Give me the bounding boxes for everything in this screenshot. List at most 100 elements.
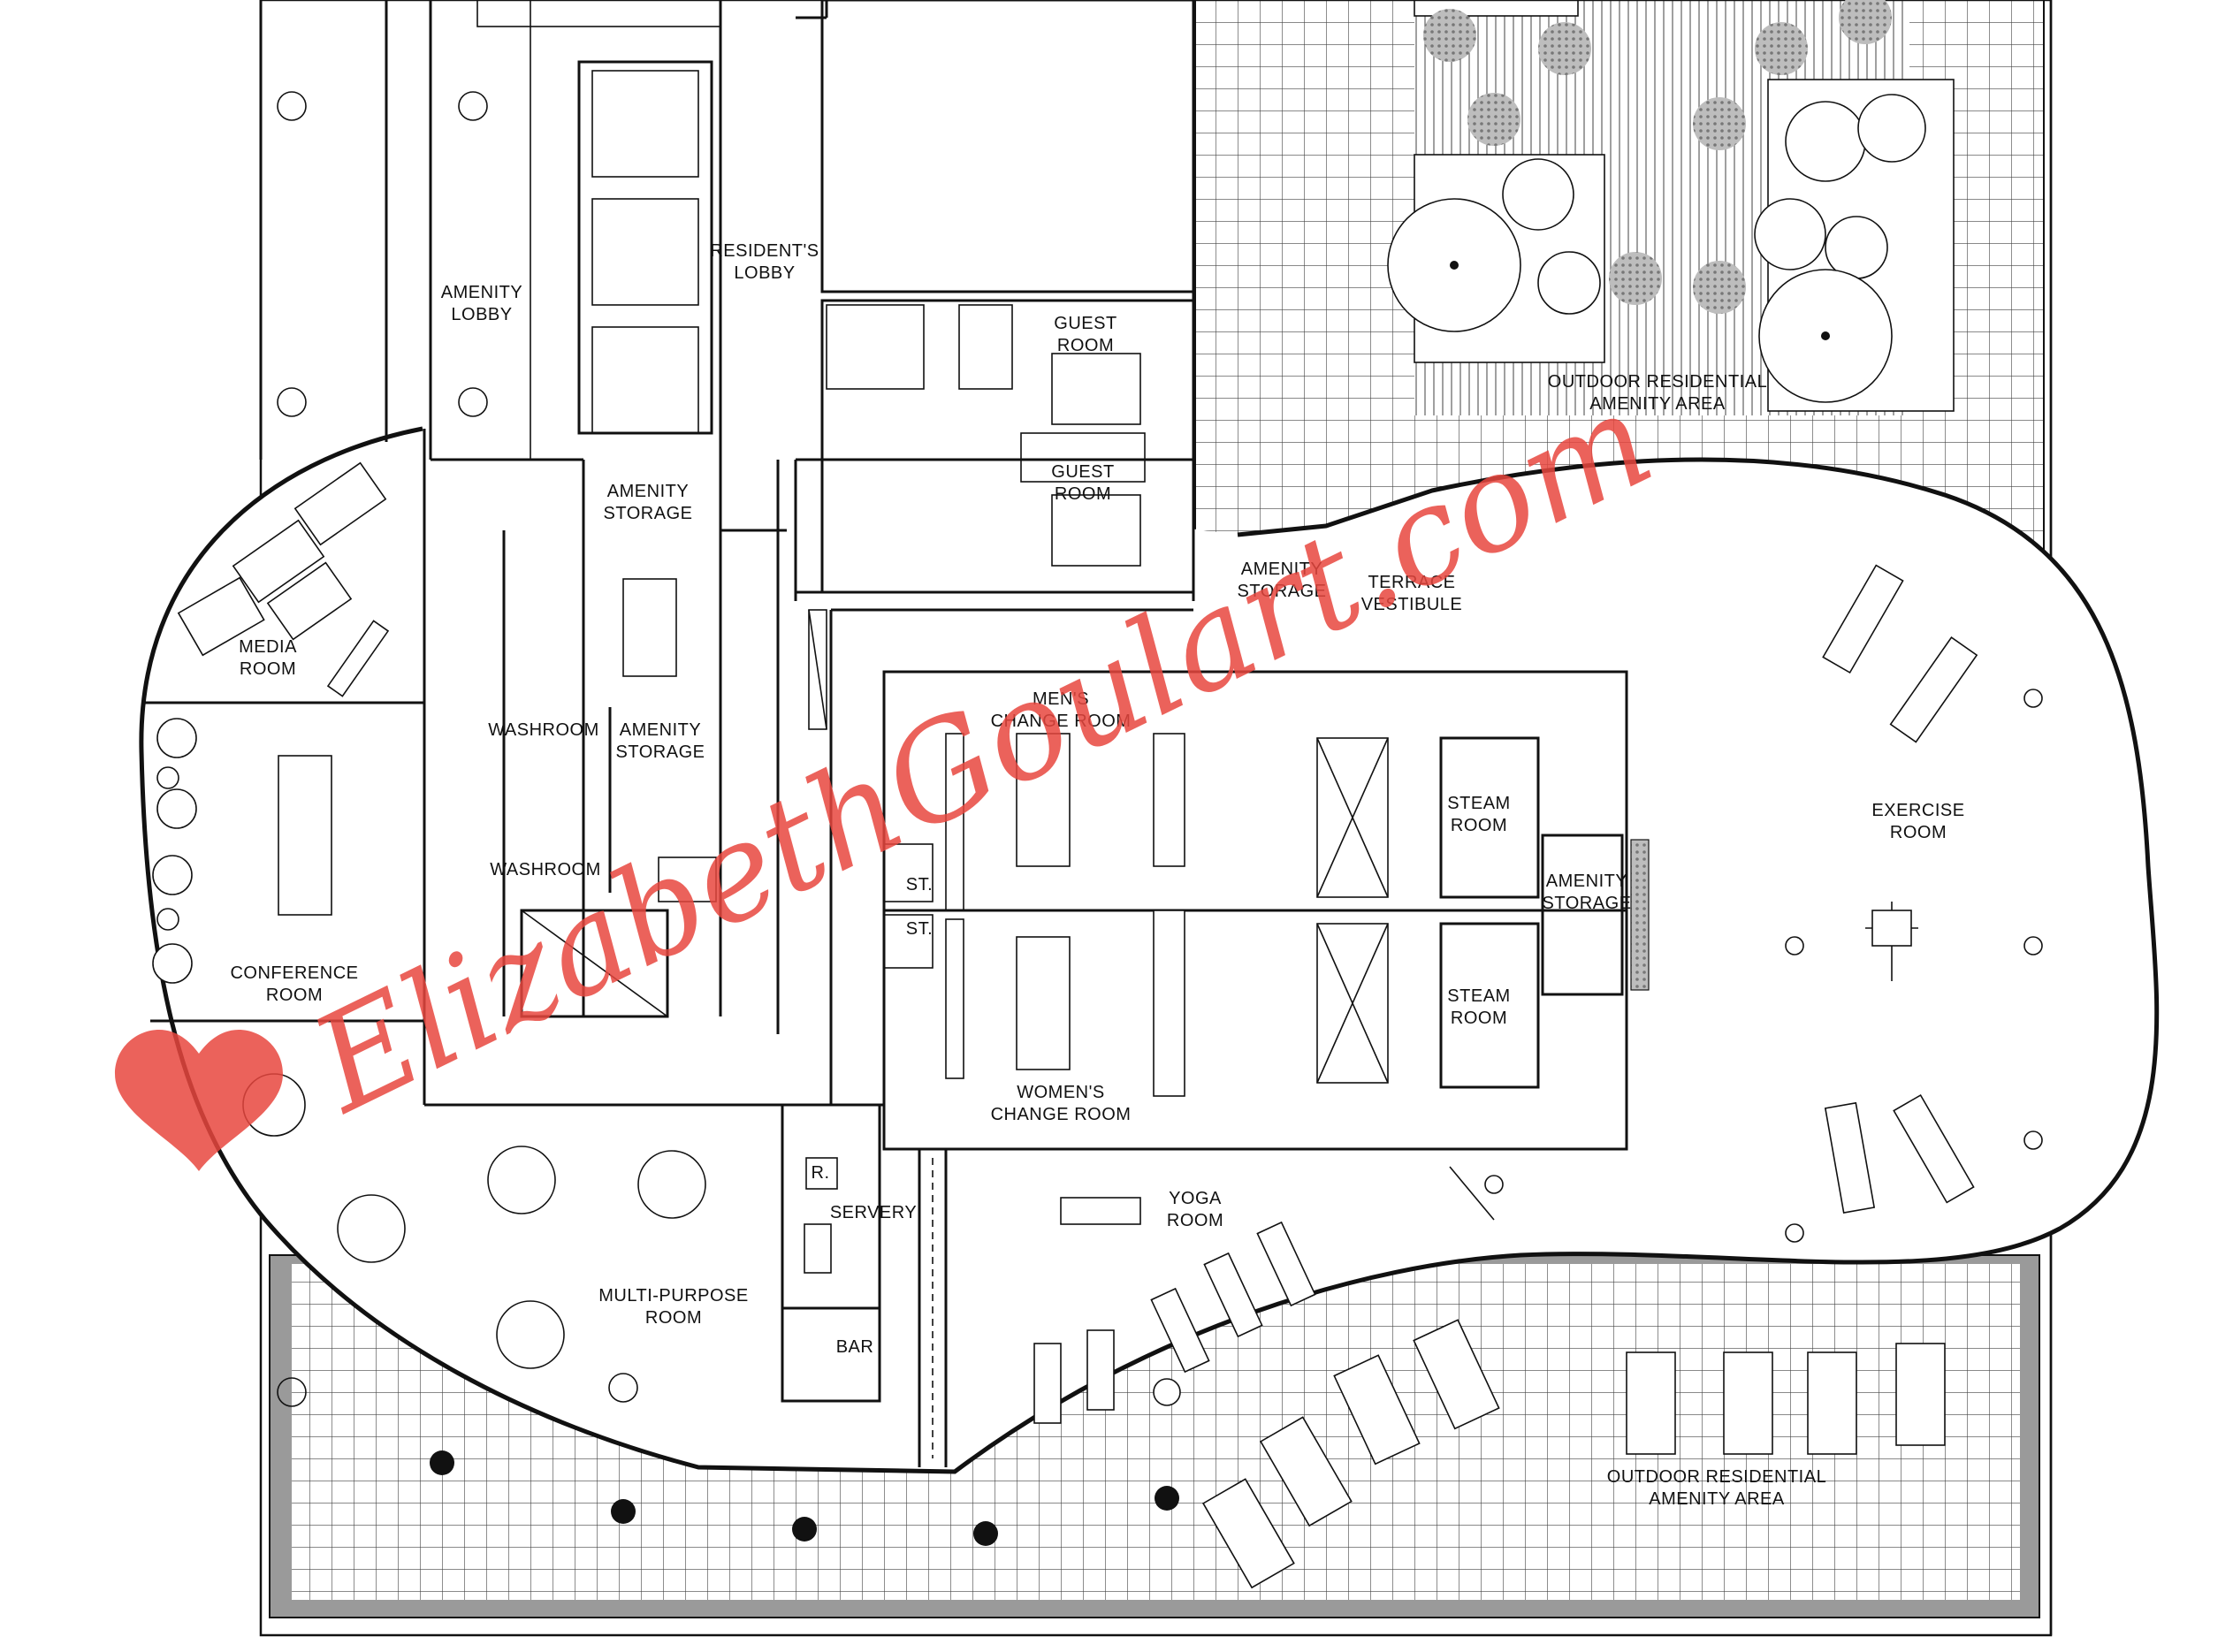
label-conference-room-1: CONFERENCE: [230, 963, 358, 983]
label-bar: BAR: [836, 1337, 874, 1357]
label-residents-lobby-2: LOBBY: [734, 263, 795, 283]
label-st-2: ST.: [906, 919, 933, 939]
svg-text:AMENITY: AMENITY: [620, 720, 701, 740]
label-amenity-storage-4b: STORAGE: [1543, 894, 1632, 913]
svg-text:AMENITY: AMENITY: [1546, 872, 1627, 891]
svg-text:ST.: ST.: [906, 875, 933, 895]
svg-text:ROOM: ROOM: [1167, 1211, 1223, 1230]
svg-text:ROOM: ROOM: [240, 659, 296, 679]
svg-text:AMENITY: AMENITY: [607, 482, 689, 501]
label-amenity-storage-1b: STORAGE: [604, 504, 693, 523]
label-outdoor-bottom-1: OUTDOOR RESIDENTIAL: [1607, 1467, 1826, 1487]
svg-text:ROOM: ROOM: [266, 986, 323, 1005]
label-amenity-storage-1a: AMENITY: [607, 482, 689, 501]
label-exercise-room-1: EXERCISE: [1871, 801, 1964, 820]
label-steam-room-2b: ROOM: [1451, 1009, 1507, 1028]
label-amenity-storage-3b: STORAGE: [616, 742, 705, 762]
servery-bar: [781, 1103, 1495, 1467]
svg-text:YOGA: YOGA: [1169, 1189, 1222, 1208]
svg-text:ST.: ST.: [906, 919, 933, 939]
label-outdoor-top-1: OUTDOOR RESIDENTIAL: [1548, 372, 1767, 392]
svg-text:AMENITY AREA: AMENITY AREA: [1649, 1489, 1785, 1509]
label-guest-room-2b: ROOM: [1055, 484, 1111, 504]
label-terrace-vestibule-1: TERRACE: [1368, 573, 1455, 592]
svg-text:VESTIBULE: VESTIBULE: [1361, 595, 1463, 614]
label-residents-lobby-1: RESIDENT'S: [710, 241, 819, 261]
label-womens-change-1: WOMEN'S: [1017, 1083, 1105, 1102]
label-guest-room-2a: GUEST: [1051, 462, 1114, 482]
label-servery: SERVERY: [830, 1203, 917, 1222]
svg-text:GUEST: GUEST: [1051, 462, 1114, 482]
label-womens-change-2: CHANGE ROOM: [991, 1105, 1132, 1124]
svg-text:GUEST: GUEST: [1054, 314, 1116, 333]
label-steam-room-2a: STEAM: [1447, 986, 1510, 1006]
label-yoga-room-2: ROOM: [1167, 1211, 1223, 1230]
svg-text:OUTDOOR RESIDENTIAL: OUTDOOR RESIDENTIAL: [1548, 372, 1767, 392]
svg-text:BAR: BAR: [836, 1337, 874, 1357]
svg-text:ROOM: ROOM: [1451, 1009, 1507, 1028]
label-media-room-2: ROOM: [240, 659, 296, 679]
svg-text:STORAGE: STORAGE: [1238, 582, 1327, 601]
columns: [277, 91, 488, 1407]
svg-text:STEAM: STEAM: [1447, 794, 1510, 813]
change-room-block: [882, 670, 1650, 1151]
svg-text:STORAGE: STORAGE: [616, 742, 705, 762]
outdoor-shrubs: [1423, 0, 1892, 314]
label-conference-room-2: ROOM: [266, 986, 323, 1005]
outdoor-planters: [1387, 79, 1955, 412]
trees: [430, 1450, 1179, 1546]
svg-text:ROOM: ROOM: [645, 1308, 702, 1328]
svg-text:LOBBY: LOBBY: [451, 305, 512, 324]
label-outdoor-top-2: AMENITY AREA: [1589, 394, 1726, 414]
label-r: R.: [812, 1163, 830, 1183]
svg-text:SERVERY: SERVERY: [830, 1203, 917, 1222]
label-steam-room-1b: ROOM: [1451, 816, 1507, 835]
svg-text:TERRACE: TERRACE: [1368, 573, 1455, 592]
label-amenity-lobby-1: AMENITY: [441, 283, 522, 302]
svg-text:CHANGE ROOM: CHANGE ROOM: [991, 1105, 1132, 1124]
label-yoga-room-1: YOGA: [1169, 1189, 1222, 1208]
label-guest-room-1a: GUEST: [1054, 314, 1116, 333]
label-amenity-lobby-2: LOBBY: [451, 305, 512, 324]
label-washroom-2: WASHROOM: [490, 860, 600, 879]
label-amenity-storage-4a: AMENITY: [1546, 872, 1627, 891]
media-seating: [177, 461, 390, 697]
svg-text:ROOM: ROOM: [1890, 823, 1947, 842]
svg-text:OUTDOOR RESIDENTIAL: OUTDOOR RESIDENTIAL: [1607, 1467, 1826, 1487]
left-wing-walls: [141, 429, 1193, 1107]
svg-text:CHANGE ROOM: CHANGE ROOM: [991, 712, 1132, 731]
label-terrace-vestibule-2: VESTIBULE: [1361, 595, 1463, 614]
lounge-chairs: [152, 718, 197, 984]
label-st-1: ST.: [906, 875, 933, 895]
label-washroom-1: WASHROOM: [488, 720, 598, 740]
svg-text:STORAGE: STORAGE: [604, 504, 693, 523]
yoga-mats: [1033, 1221, 1316, 1424]
svg-text:R.: R.: [812, 1163, 830, 1183]
exercise-equipment: [1484, 564, 2043, 1243]
label-steam-room-1a: STEAM: [1447, 794, 1510, 813]
label-multi-purpose-2: ROOM: [645, 1308, 702, 1328]
svg-text:CONFERENCE: CONFERENCE: [230, 963, 358, 983]
label-media-room-1: MEDIA: [239, 637, 297, 657]
svg-text:LOBBY: LOBBY: [734, 263, 795, 283]
label-guest-room-1b: ROOM: [1057, 336, 1114, 355]
svg-text:ROOM: ROOM: [1451, 816, 1507, 835]
svg-text:AMENITY AREA: AMENITY AREA: [1589, 394, 1726, 414]
svg-text:WOMEN'S: WOMEN'S: [1017, 1083, 1105, 1102]
svg-text:EXERCISE: EXERCISE: [1871, 801, 1964, 820]
guest-room-block: [794, 0, 1195, 601]
room-labels: AMENITY LOBBY RESIDENT'S LOBBY GUEST ROO…: [230, 241, 1964, 1509]
round-tables: [242, 1073, 706, 1403]
svg-text:MEDIA: MEDIA: [239, 637, 297, 657]
svg-text:AMENITY: AMENITY: [441, 283, 522, 302]
svg-text:ROOM: ROOM: [1057, 336, 1114, 355]
label-outdoor-bottom-2: AMENITY AREA: [1649, 1489, 1785, 1509]
svg-text:MULTI-PURPOSE: MULTI-PURPOSE: [598, 1286, 748, 1306]
conference-table: [278, 755, 332, 916]
label-exercise-room-2: ROOM: [1890, 823, 1947, 842]
svg-text:RESIDENT'S: RESIDENT'S: [710, 241, 819, 261]
svg-text:WASHROOM: WASHROOM: [490, 860, 600, 879]
svg-text:WASHROOM: WASHROOM: [488, 720, 598, 740]
outdoor-lounges: [1202, 1319, 1946, 1589]
